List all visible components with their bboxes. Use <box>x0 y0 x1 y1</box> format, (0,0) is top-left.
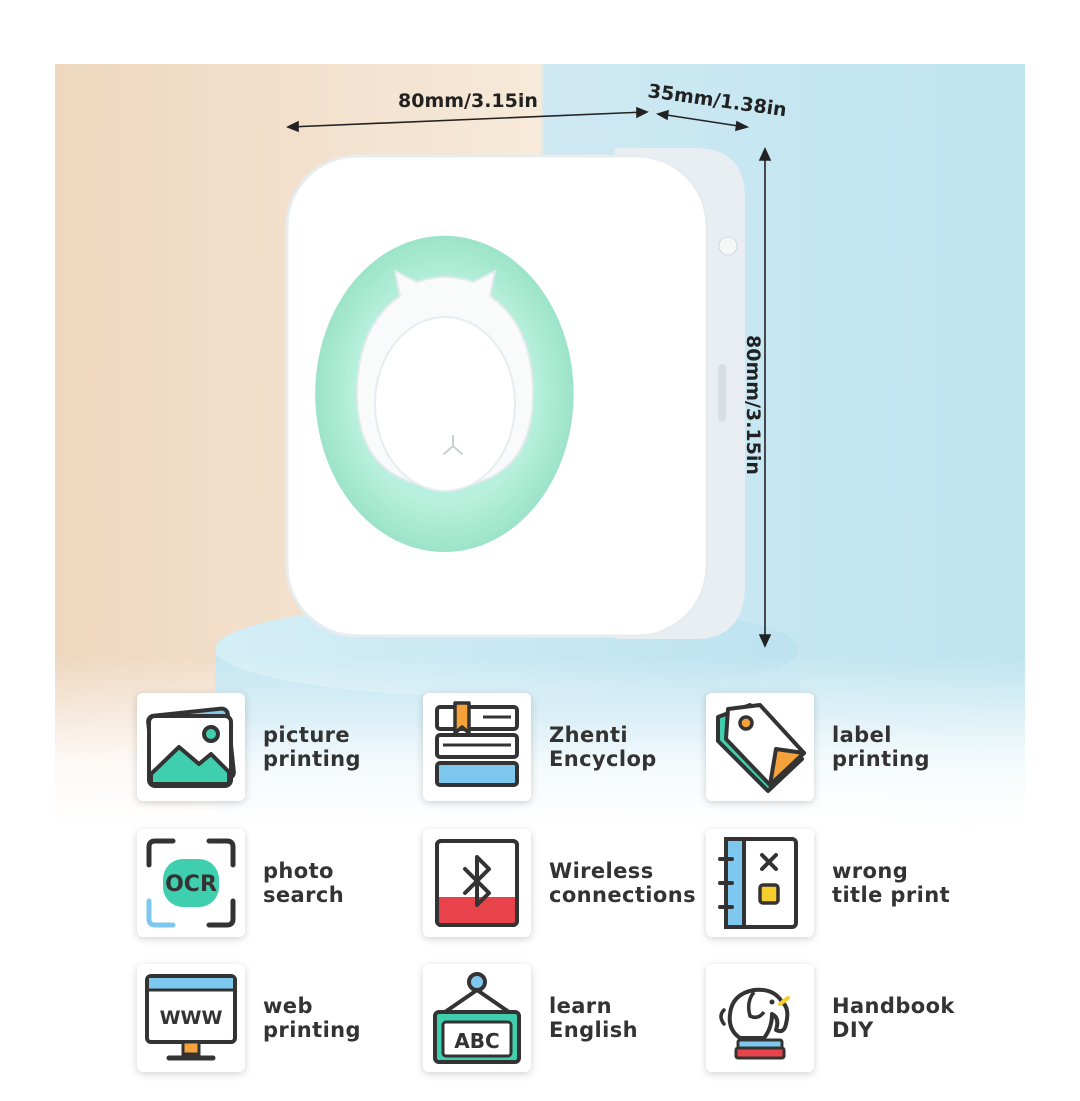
tag-icon <box>706 693 814 801</box>
feature-label-line2: printing <box>263 1018 361 1042</box>
web-monitor-icon: WWW <box>137 964 245 1072</box>
feature-label-line2: English <box>549 1018 638 1042</box>
feature-label-line2: printing <box>832 747 930 771</box>
width-dimension: 80mm/3.15in <box>398 90 538 112</box>
feature-label-line1: web <box>263 994 313 1018</box>
feature-label-line2: title print <box>832 883 951 907</box>
product-scene <box>55 64 1025 824</box>
ocr-text: OCR <box>165 872 217 897</box>
feature-label-line1: Zhenti <box>549 723 629 747</box>
feature-label-line1: wrong <box>832 859 909 883</box>
ocr-icon: OCR <box>137 829 245 937</box>
elephant-icon <box>706 964 814 1072</box>
height-dimension: 80mm/3.15in <box>742 335 764 475</box>
feature-label-line2: printing <box>263 747 361 771</box>
www-text: WWW <box>160 1007 223 1029</box>
feature-label-line1: Handbook <box>832 994 955 1018</box>
bluetooth-icon <box>423 829 531 937</box>
feature-label-line2: Encyclop <box>549 747 657 771</box>
abc-sign-icon: ABC <box>423 964 531 1072</box>
feature-label-line1: label <box>832 723 892 747</box>
notebook-icon <box>706 829 814 937</box>
feature-label-line1: photo <box>263 859 334 883</box>
books-icon <box>423 693 531 801</box>
feature-label-line2: search <box>263 883 345 907</box>
abc-text: ABC <box>454 1029 499 1053</box>
feature-label-line1: learn <box>549 994 612 1018</box>
feature-label-line1: picture <box>263 723 351 747</box>
feature-label-line2: DIY <box>832 1018 874 1042</box>
feature-label-line1: Wireless <box>549 859 654 883</box>
feature-label-line2: connections <box>549 883 696 907</box>
picture-icon <box>137 693 245 801</box>
